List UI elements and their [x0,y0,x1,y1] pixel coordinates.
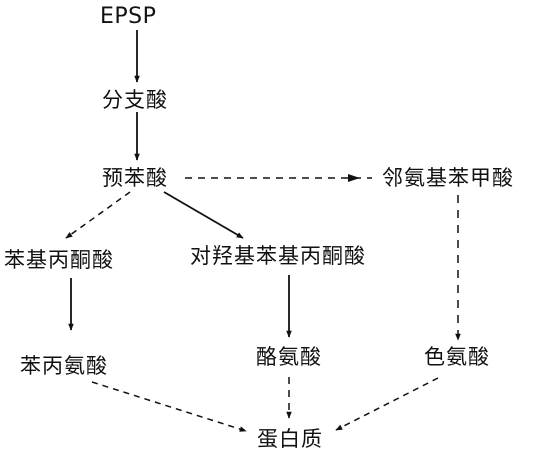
node-hydroxyphenylpyruvate: 对羟基苯基丙酮酸 [190,244,366,268]
node-tyrosine: 酪氨酸 [256,345,322,369]
edge-tryptophan-to-protein [335,377,439,431]
node-prephenate: 预苯酸 [102,166,168,190]
node-phenylalanine: 苯丙氨酸 [20,354,108,378]
node-epsp: EPSP [100,4,157,29]
node-phenylpyruvate: 苯基丙酮酸 [4,248,114,272]
node-chorismate: 分支酸 [102,88,168,112]
arrowhead-anthranilate-edge [348,174,360,182]
edge-phenylalanine-to-protein [91,381,247,432]
node-tryptophan: 色氨酸 [424,345,490,369]
edge-prephenate-to-phenylpyruvate [65,191,131,239]
edge-prephenate-to-hydroxyphenylpyruvate [163,191,244,239]
node-anthranilate: 邻氨基苯甲酸 [382,166,514,190]
node-protein: 蛋白质 [257,427,323,451]
